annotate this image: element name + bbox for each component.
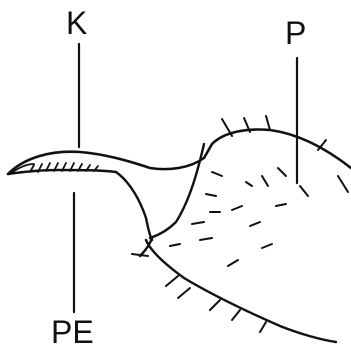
hooked-sclerite-outline	[8, 130, 351, 174]
label-k: K	[66, 5, 87, 41]
bristles-lower-edge	[132, 254, 266, 332]
lobe-outline-lower	[146, 240, 336, 342]
label-p: P	[285, 15, 306, 51]
bristles-lobe	[170, 168, 308, 266]
hooked-sclerite-underside	[8, 170, 152, 240]
label-pe: PE	[51, 314, 94, 350]
